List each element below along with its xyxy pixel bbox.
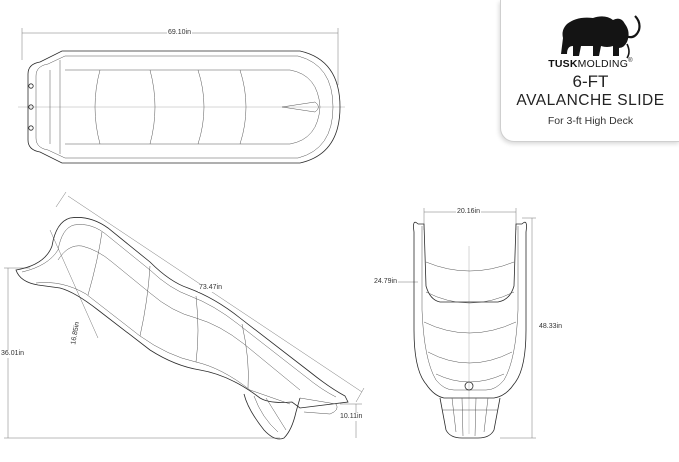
title-card: TUSKMOLDING® 6-FT AVALANCHE SLIDE For 3-… [500,0,679,142]
dim-front-width: 20.16in [456,208,481,216]
front-view [398,208,536,439]
brand-trademark: ® [628,58,633,64]
side-view [4,191,365,440]
dim-front-wall: 24.79in [373,278,398,286]
title-size: 6-FT [572,72,609,91]
brand-bold: TUSK [548,58,578,70]
dim-top-length: 69.10in [167,29,192,37]
mammoth-icon [561,15,641,59]
brand-wordmark: TUSKMOLDING® [501,58,679,70]
title-product: AVALANCHE SLIDE [516,92,665,109]
dim-slide-length: 73.47in [198,284,223,292]
title-subtitle: For 3-ft High Deck [547,115,634,127]
brand-light: MOLDING [577,58,629,70]
logo [501,4,679,60]
dim-front-height: 48.33in [538,323,563,331]
top-view [18,28,345,164]
dim-height: 36.01in [0,350,25,358]
dim-bottom-height: 10.11in [339,413,364,421]
